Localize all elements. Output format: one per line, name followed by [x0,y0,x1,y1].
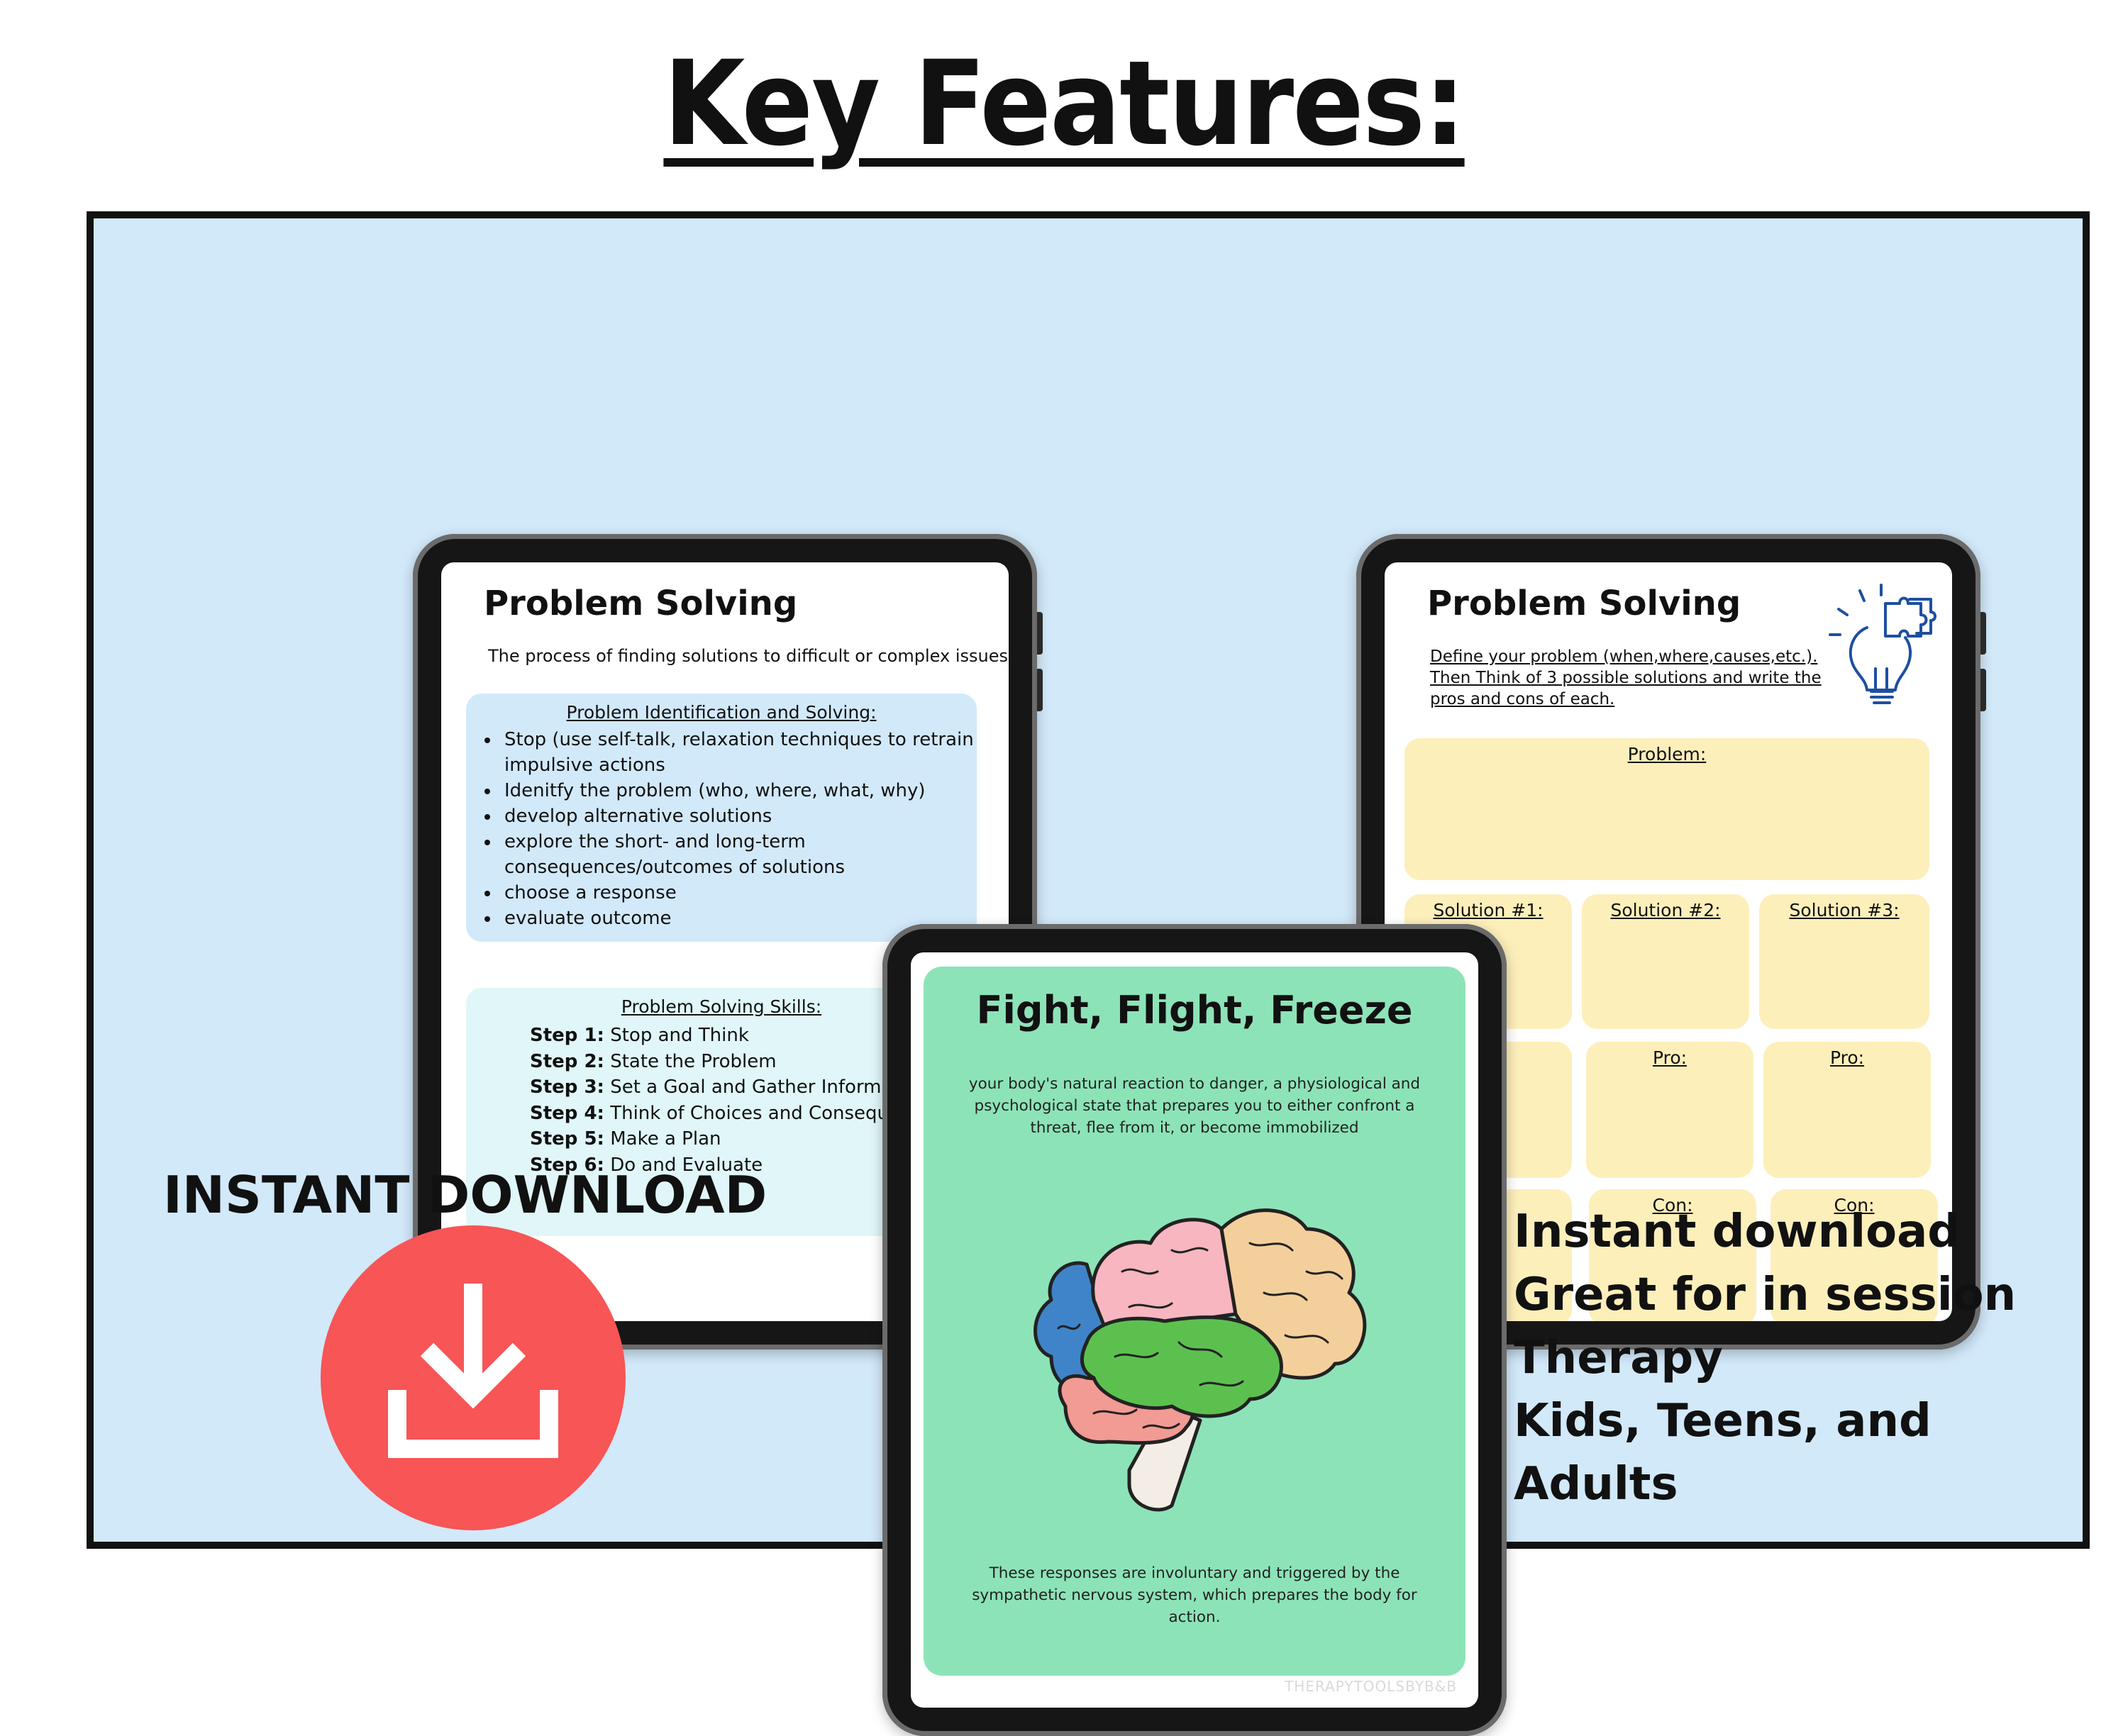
lightbulb-puzzle-icon [1829,584,1936,704]
step-text: Think of Choices and Consequer [604,1102,908,1124]
step-row: Step 4: Think of Choices and Consequer [530,1101,977,1127]
heading-text: Key Features: [663,35,1465,172]
tablet-screen: Fight, Flight, Freeze your body's natura… [911,952,1478,1708]
tablet-side-button [1037,612,1043,655]
list-item: evaluate outcome [500,906,977,931]
feature-item: Great for in session Therapy [1470,1264,2083,1390]
solution-box: Solution #3: [1759,894,1929,1029]
instant-download-label: INSTANT DOWNLOAD [163,1165,767,1225]
page-heading: Key Features: [0,35,2128,172]
step-text: Stop and Think [604,1025,749,1046]
card-title: Fight, Flight, Freeze [976,988,1413,1033]
feature-list: Instant download Great for in session Th… [1470,1201,2083,1516]
step-text: Set a Goal and Gather Informatic [604,1076,916,1098]
info-card: Fight, Flight, Freeze your body's natura… [924,967,1465,1676]
card-description: your body's natural reaction to danger, … [968,1075,1421,1137]
solution-label: Solution #2: [1610,900,1721,920]
worksheet-title: Problem Solving [1427,584,1741,623]
step-label: Step 3: [530,1076,604,1098]
box-heading: Problem Identification and Solving: [566,702,877,723]
solution-label: Solution #1: [1433,900,1544,920]
step-text: Make a Plan [604,1128,721,1150]
steps-list: Step 1: Stop and Think Step 2: State the… [530,1023,977,1178]
identification-box: Problem Identification and Solving: Stop… [466,694,977,942]
list-item: Stop (use self-talk, relaxation techniqu… [500,727,977,778]
brain-illustration [1033,1208,1367,1512]
list-item: choose a response [500,880,977,906]
tablet-side-button [1037,669,1043,711]
worksheet-subtitle: The process of finding solutions to diff… [488,646,1008,666]
tablet-side-button [1980,612,1986,655]
tablet-side-button [1980,669,1986,711]
problem-label: Problem: [1627,744,1707,764]
step-row: Step 5: Make a Plan [530,1126,977,1152]
step-label: Step 5: [530,1128,604,1150]
step-text: State the Problem [604,1050,777,1072]
worksheet-instructions: Define your problem (when,where,causes,e… [1430,647,1822,708]
solution-box: Solution #2: [1582,894,1749,1029]
pro-box: Pro: [1763,1042,1931,1178]
feature-panel: Problem Solving The process of finding s… [87,211,2090,1736]
problem-box: Problem: [1404,738,1929,880]
step-row: Step 2: State the Problem [530,1049,977,1075]
step-label: Step 4: [530,1102,604,1124]
step-label: Step 1: [530,1025,604,1046]
solution-label: Solution #3: [1789,900,1900,920]
step-row: Step 6: Do and Evaluate [530,1152,977,1179]
step-label: Step 6: [530,1154,604,1176]
feature-item: Kids, Teens, and Adults [1470,1390,2083,1516]
list-item: develop alternative solutions [500,803,977,829]
pro-label: Pro: [1829,1047,1865,1068]
identification-list: Stop (use self-talk, relaxation techniqu… [466,727,977,931]
pro-label: Pro: [1652,1047,1688,1068]
download-icon [388,1284,558,1458]
step-row: Step 1: Stop and Think [530,1023,977,1049]
feature-item: Instant download [1470,1201,2083,1264]
download-button[interactable] [321,1225,626,1530]
pro-box: Pro: [1586,1042,1753,1178]
step-label: Step 2: [530,1050,604,1072]
step-row: Step 3: Set a Goal and Gather Informatic [530,1074,977,1101]
watermark: THERAPYTOOLSBYB&B [1285,1678,1457,1695]
worksheet-title: Problem Solving [484,584,798,623]
list-item: Idenitfy the problem (who, where, what, … [500,778,977,803]
box-heading: Problem Solving Skills: [621,996,822,1017]
list-item: explore the short- and long-term consequ… [500,829,977,880]
tablet-fight-flight-freeze: Fight, Flight, Freeze your body's natura… [882,924,1507,1736]
step-text: Do and Evaluate [604,1154,763,1176]
